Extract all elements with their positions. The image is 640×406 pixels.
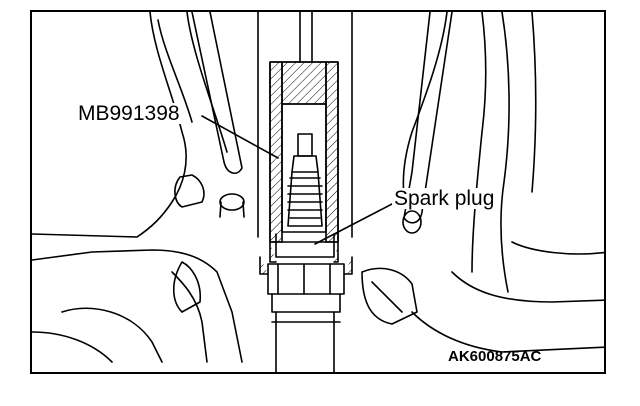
left-boss xyxy=(174,174,205,208)
right-rod-end xyxy=(402,210,422,234)
plug-hex xyxy=(267,263,345,295)
spark-plug-label: Spark plug xyxy=(392,187,497,210)
tool-label: MB991398 xyxy=(76,102,182,125)
left-casting-outline xyxy=(32,12,187,238)
left-rod xyxy=(191,12,243,175)
left-casting-inner xyxy=(157,19,193,123)
engine-illustration xyxy=(32,12,604,372)
right-casting-edge xyxy=(471,12,487,273)
figure-code-label: AK600875AC xyxy=(448,348,542,365)
socket-hatch-left xyxy=(269,61,283,243)
left-casting-edge xyxy=(186,12,228,153)
plug-terminal xyxy=(297,133,313,157)
right-lower-casting xyxy=(411,311,604,353)
right-boss xyxy=(361,267,418,325)
left-plate xyxy=(172,261,202,313)
leader-tool xyxy=(201,115,279,159)
right-casting-outline xyxy=(402,12,448,198)
socket-hatch-right xyxy=(325,61,339,243)
socket-lower xyxy=(275,233,335,258)
plug-insulator xyxy=(291,155,319,173)
leader-plug xyxy=(314,203,393,245)
left-lower-casting xyxy=(32,249,243,363)
left-rod-end xyxy=(219,193,245,211)
figure-frame: MB991398 Spark plug AK600875AC xyxy=(30,10,606,374)
